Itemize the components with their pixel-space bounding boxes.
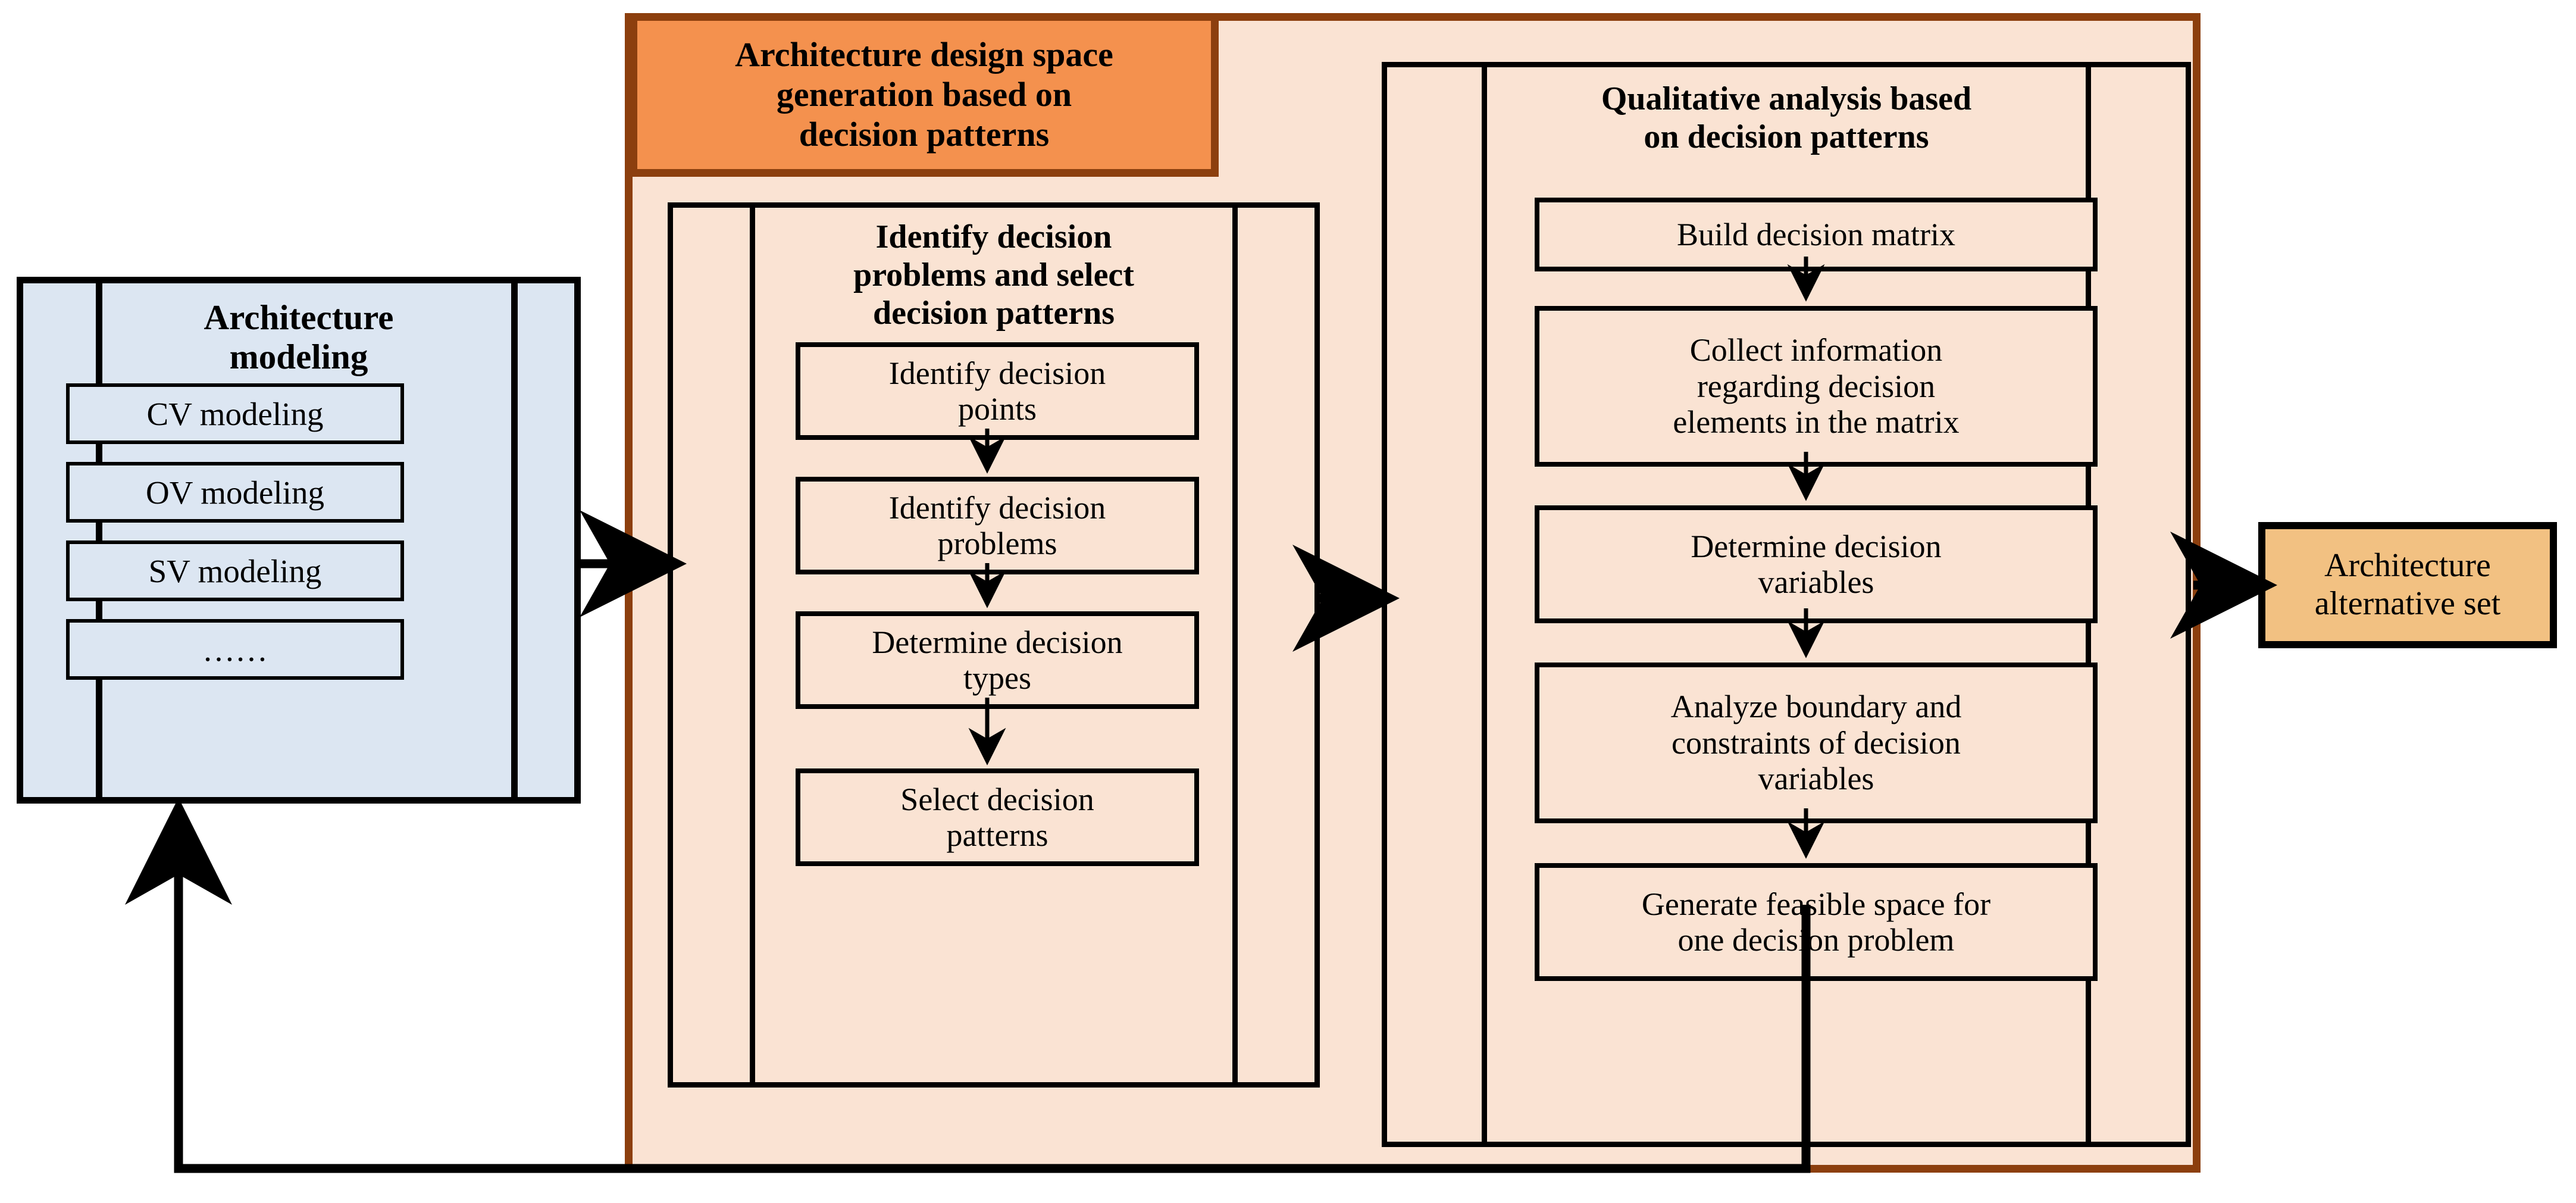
step-determine-decision-variables-line1: Determine decision — [1691, 528, 1942, 564]
step-determine-decision-types-line2: types — [963, 660, 1031, 696]
step-collect-information-line3: elements in the matrix — [1673, 404, 1960, 440]
modeling-item-ov-label: OV modeling — [146, 474, 324, 511]
step-analyze-boundary-constraints-line3: variables — [1758, 761, 1874, 797]
architecture-modeling-title-line1: Architecture — [204, 298, 394, 337]
panel-inner-divider-left — [96, 283, 102, 797]
architecture-modeling-title: Architecture modeling — [23, 298, 574, 376]
step-collect-information-line2: regarding decision — [1697, 368, 1936, 404]
section2-title: Qualitative analysis based on decision p… — [1387, 80, 2186, 157]
badge-title-line3: decision patterns — [799, 114, 1050, 154]
step-select-decision-patterns-line2: patterns — [946, 817, 1048, 853]
step-identify-decision-points-line1: Identify decision — [888, 355, 1106, 391]
section1-title-line3: decision patterns — [873, 294, 1115, 332]
section1-inner-divider-left — [750, 208, 755, 1082]
modeling-item-cv-label: CV modeling — [146, 395, 324, 432]
modeling-item-ellipsis[interactable]: …… — [66, 619, 404, 680]
badge-title-line1: Architecture design space — [735, 35, 1113, 74]
step-determine-decision-types[interactable]: Determine decision types — [796, 611, 1199, 709]
step-collect-information[interactable]: Collect information regarding decision e… — [1535, 306, 2098, 467]
result-line1: Architecture — [2324, 547, 2491, 585]
step-identify-decision-problems[interactable]: Identify decision problems — [796, 477, 1199, 574]
step-select-decision-patterns-line1: Select decision — [900, 781, 1094, 817]
section1-title-line1: Identify decision — [875, 218, 1112, 255]
section2-title-line2: on decision patterns — [1644, 118, 1929, 155]
step-generate-feasible-space-line1: Generate feasible space for — [1641, 886, 1991, 922]
step-collect-information-line1: Collect information — [1689, 332, 1943, 368]
section2-inner-divider-left — [1482, 67, 1487, 1142]
step-select-decision-patterns[interactable]: Select decision patterns — [796, 768, 1199, 866]
step-identify-decision-problems-line2: problems — [937, 526, 1057, 561]
badge-title-line2: generation based on — [776, 75, 1072, 114]
architecture-alternative-set-box[interactable]: Architecture alternative set — [2258, 522, 2557, 648]
architecture-modeling-title-line2: modeling — [229, 337, 368, 377]
result-line2: alternative set — [2314, 585, 2501, 622]
step-identify-decision-points[interactable]: Identify decision points — [796, 342, 1199, 440]
architecture-modeling-panel: Architecture modeling CV modeling OV mod… — [17, 277, 581, 804]
step-determine-decision-variables-line2: variables — [1758, 564, 1874, 600]
step-analyze-boundary-constraints[interactable]: Analyze boundary and constraints of deci… — [1535, 663, 2098, 823]
section-qualitative-analysis: Qualitative analysis based on decision p… — [1382, 62, 2191, 1147]
section1-title-line2: problems and select — [853, 256, 1134, 293]
modeling-item-sv-label: SV modeling — [148, 552, 322, 589]
step-generate-feasible-space[interactable]: Generate feasible space for one decision… — [1535, 863, 2098, 981]
section1-title: Identify decision problems and select de… — [673, 218, 1314, 332]
modeling-item-sv[interactable]: SV modeling — [66, 540, 404, 601]
panel-inner-divider-right — [511, 283, 518, 797]
section-identify-decision-problems: Identify decision problems and select de… — [668, 202, 1320, 1088]
step-build-decision-matrix-line1: Build decision matrix — [1677, 216, 1955, 252]
modeling-item-ov[interactable]: OV modeling — [66, 462, 404, 523]
modeling-item-cv[interactable]: CV modeling — [66, 383, 404, 444]
step-determine-decision-types-line1: Determine decision — [872, 624, 1123, 660]
step-determine-decision-variables[interactable]: Determine decision variables — [1535, 505, 2098, 623]
design-space-generation-badge: Architecture design space generation bas… — [630, 13, 1219, 177]
step-analyze-boundary-constraints-line2: constraints of decision — [1672, 724, 1961, 761]
step-build-decision-matrix[interactable]: Build decision matrix — [1535, 198, 2098, 271]
section2-title-line1: Qualitative analysis based — [1601, 80, 1972, 117]
modeling-item-ellipsis-label: …… — [202, 631, 268, 668]
step-analyze-boundary-constraints-line1: Analyze boundary and — [1670, 689, 1962, 725]
step-identify-decision-problems-line1: Identify decision — [888, 489, 1106, 526]
step-identify-decision-points-line2: points — [957, 391, 1037, 427]
section1-inner-divider-right — [1232, 208, 1238, 1082]
step-generate-feasible-space-line2: one decision problem — [1677, 922, 1955, 958]
